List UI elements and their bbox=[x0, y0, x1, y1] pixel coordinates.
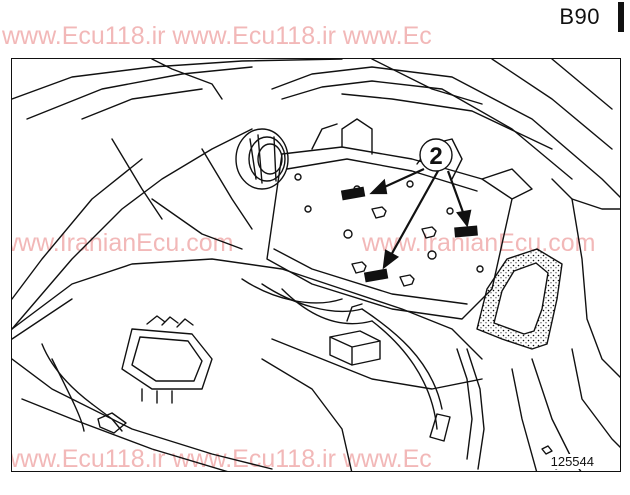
figure-number: 125544 bbox=[548, 454, 596, 469]
watermark-middle-left: www.IranianEcu.com bbox=[11, 229, 234, 257]
relay-block bbox=[329, 303, 381, 366]
wiring-harness bbox=[41, 278, 485, 470]
gasket-frame bbox=[476, 248, 563, 350]
section-reference-code: B90 bbox=[559, 4, 600, 29]
callout-label: 2 bbox=[429, 143, 442, 170]
callout-bubble: 2 bbox=[419, 138, 453, 172]
highlighted-connectors bbox=[340, 186, 478, 283]
callout-arrows bbox=[369, 167, 472, 270]
dashboard-line-drawing: 2 bbox=[12, 59, 620, 471]
watermark-bottom: www.Ecu118.ir www.Ecu118.ir www.Ec bbox=[11, 445, 432, 472]
dashboard-upper-structure bbox=[12, 59, 620, 198]
connector-housing bbox=[121, 315, 213, 404]
left-side-panel bbox=[12, 88, 253, 330]
watermark-top: www.Ecu118.ir www.Ecu118.ir www.Ec bbox=[2, 22, 432, 50]
header-marker-bar bbox=[618, 2, 624, 32]
screws bbox=[351, 206, 437, 287]
watermark-middle-right: www.IranianEcu.com bbox=[362, 229, 596, 257]
air-vent-round bbox=[235, 128, 289, 190]
lower-dash-panel bbox=[12, 258, 483, 471]
illustration-frame: www.IranianEcu.com www.IranianEcu.com ww… bbox=[11, 58, 621, 472]
